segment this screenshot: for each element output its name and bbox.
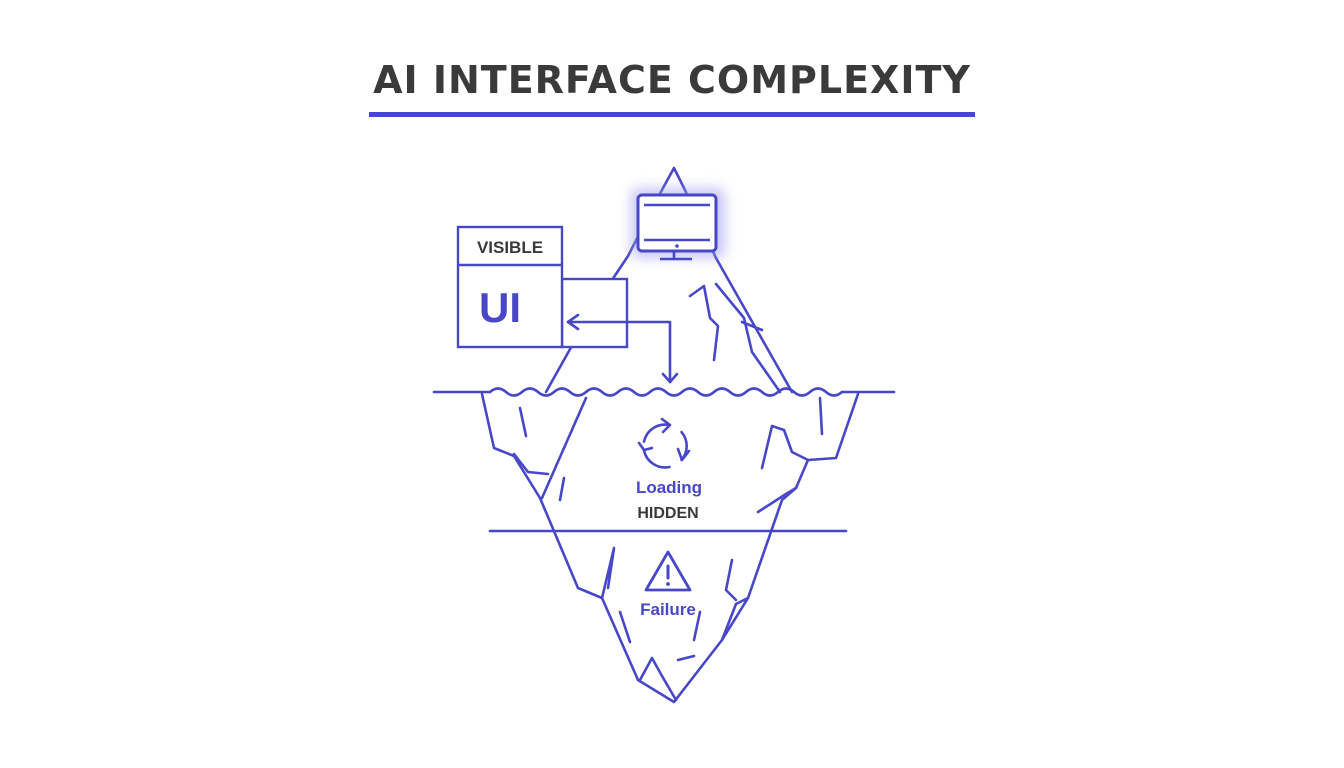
page-title: AI INTERFACE COMPLEXITY xyxy=(369,58,975,117)
ui-panel-secondary-card xyxy=(560,277,629,349)
ui-panel-card xyxy=(456,225,564,349)
warning-triangle-icon xyxy=(644,550,692,592)
iceberg-underwater xyxy=(480,392,860,704)
connector-arrows xyxy=(566,313,679,384)
failure-label: Failure xyxy=(640,600,696,619)
hidden-label: HIDDEN xyxy=(637,505,698,522)
waterline xyxy=(432,387,896,397)
ui-label: UI xyxy=(479,284,521,331)
refresh-cycle-icon xyxy=(637,417,691,469)
visible-ui-panel: VISIBLE UI xyxy=(456,225,629,349)
loading-label: Loading xyxy=(636,478,702,497)
monitor-icon xyxy=(631,188,725,261)
visible-label: VISIBLE xyxy=(477,238,543,257)
